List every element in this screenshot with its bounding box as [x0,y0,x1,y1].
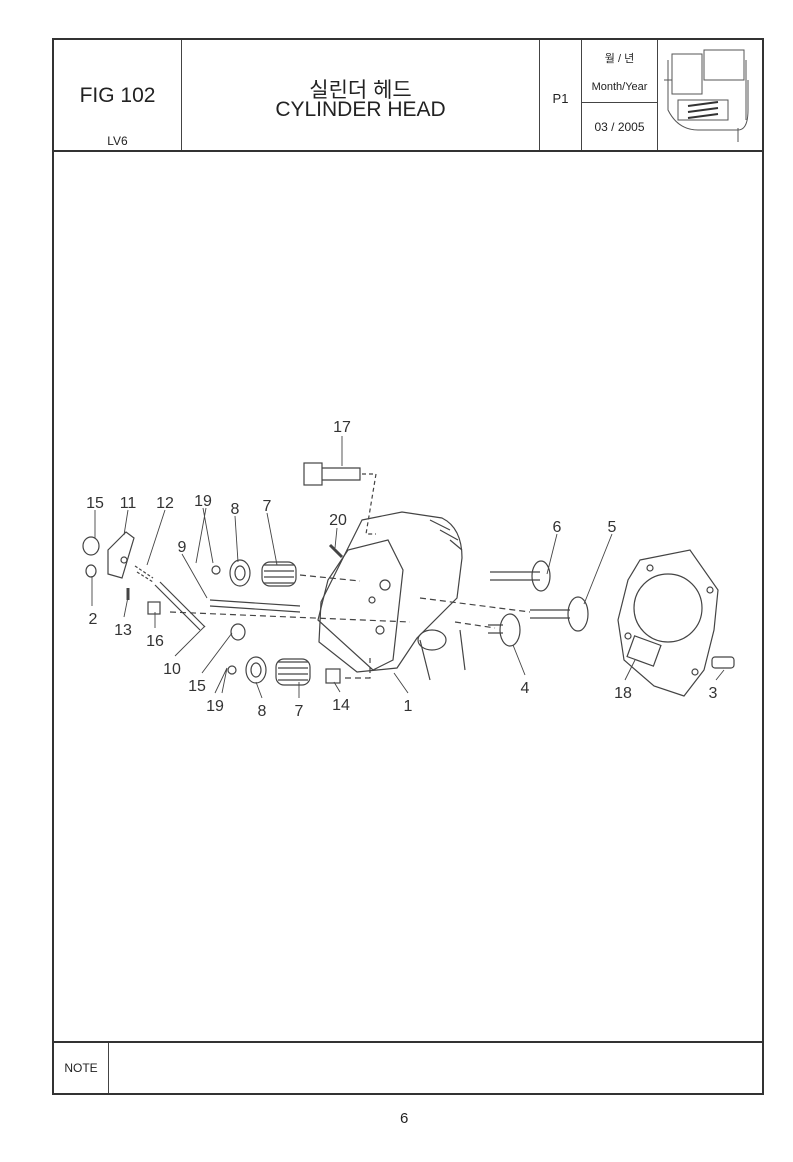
callout-15: 15 [86,495,104,512]
callout-12: 12 [156,495,174,512]
callout-10: 10 [163,661,181,678]
dowel-pin-drawing [711,656,735,669]
page-number: 6 [400,1110,409,1127]
callout-18: 18 [614,685,632,702]
note-label: NOTE [54,1043,109,1093]
date-value: 03 / 2005 [594,120,645,134]
bolt-17-drawing [303,462,377,535]
date-cell: 월 / 년 Month/Year 03 / 2005 [582,40,658,150]
cylinder-head-drawing [317,511,466,681]
title-cell: 실린더 헤드 CYLINDER HEAD [182,40,540,150]
callout-11: 11 [120,495,137,512]
valves-drawing [419,560,589,647]
page-cell: P1 [540,40,582,150]
figure-number: FIG 102 [79,84,156,107]
callout-17: 17 [333,419,351,436]
callout-19: 19 [194,493,212,510]
title-korean: 실린더 헤드 [309,79,412,102]
note-row: NOTE [54,1041,762,1093]
page-frame: FIG 102 LV6 실린더 헤드 CYLINDER HEAD P1 월 / … [52,38,764,1095]
date-label-english: Month/Year [591,81,648,93]
callout-8b: 8 [258,703,267,720]
callout-3: 3 [709,685,718,702]
callout-5: 5 [608,519,617,536]
callout-7: 7 [263,498,272,515]
callout-16: 16 [146,633,164,650]
rocker-parts-drawing [82,531,411,675]
page-code: P1 [552,91,569,106]
model-name: LV6 [107,134,128,148]
head-gasket-drawing [617,549,719,697]
callout-15b: 15 [188,678,206,695]
engine-thumbnail-icon [664,49,749,142]
title-block: FIG 102 LV6 실린더 헤드 CYLINDER HEAD P1 월 / … [54,40,762,152]
callout-13: 13 [114,622,132,639]
callout-20: 20 [329,512,347,529]
callout-6: 6 [553,519,562,536]
callout-2: 2 [89,611,98,628]
callout-8: 8 [231,501,240,518]
figure-cell: FIG 102 LV6 [54,40,182,150]
callout-14: 14 [332,697,350,714]
title-english: CYLINDER HEAD [275,98,446,121]
callout-9: 9 [178,539,187,556]
callout-labels: 17 15 11 12 19 8 7 20 6 5 9 2 13 16 10 1… [86,419,717,720]
date-label-korean: 월 / 년 [604,53,635,65]
callout-7b: 7 [295,703,304,720]
divider [582,102,657,103]
callout-4: 4 [521,680,530,697]
leader-lines [91,436,725,699]
engine-thumbnail [658,40,764,150]
callout-1: 1 [404,698,413,715]
callout-19b: 19 [206,698,224,715]
